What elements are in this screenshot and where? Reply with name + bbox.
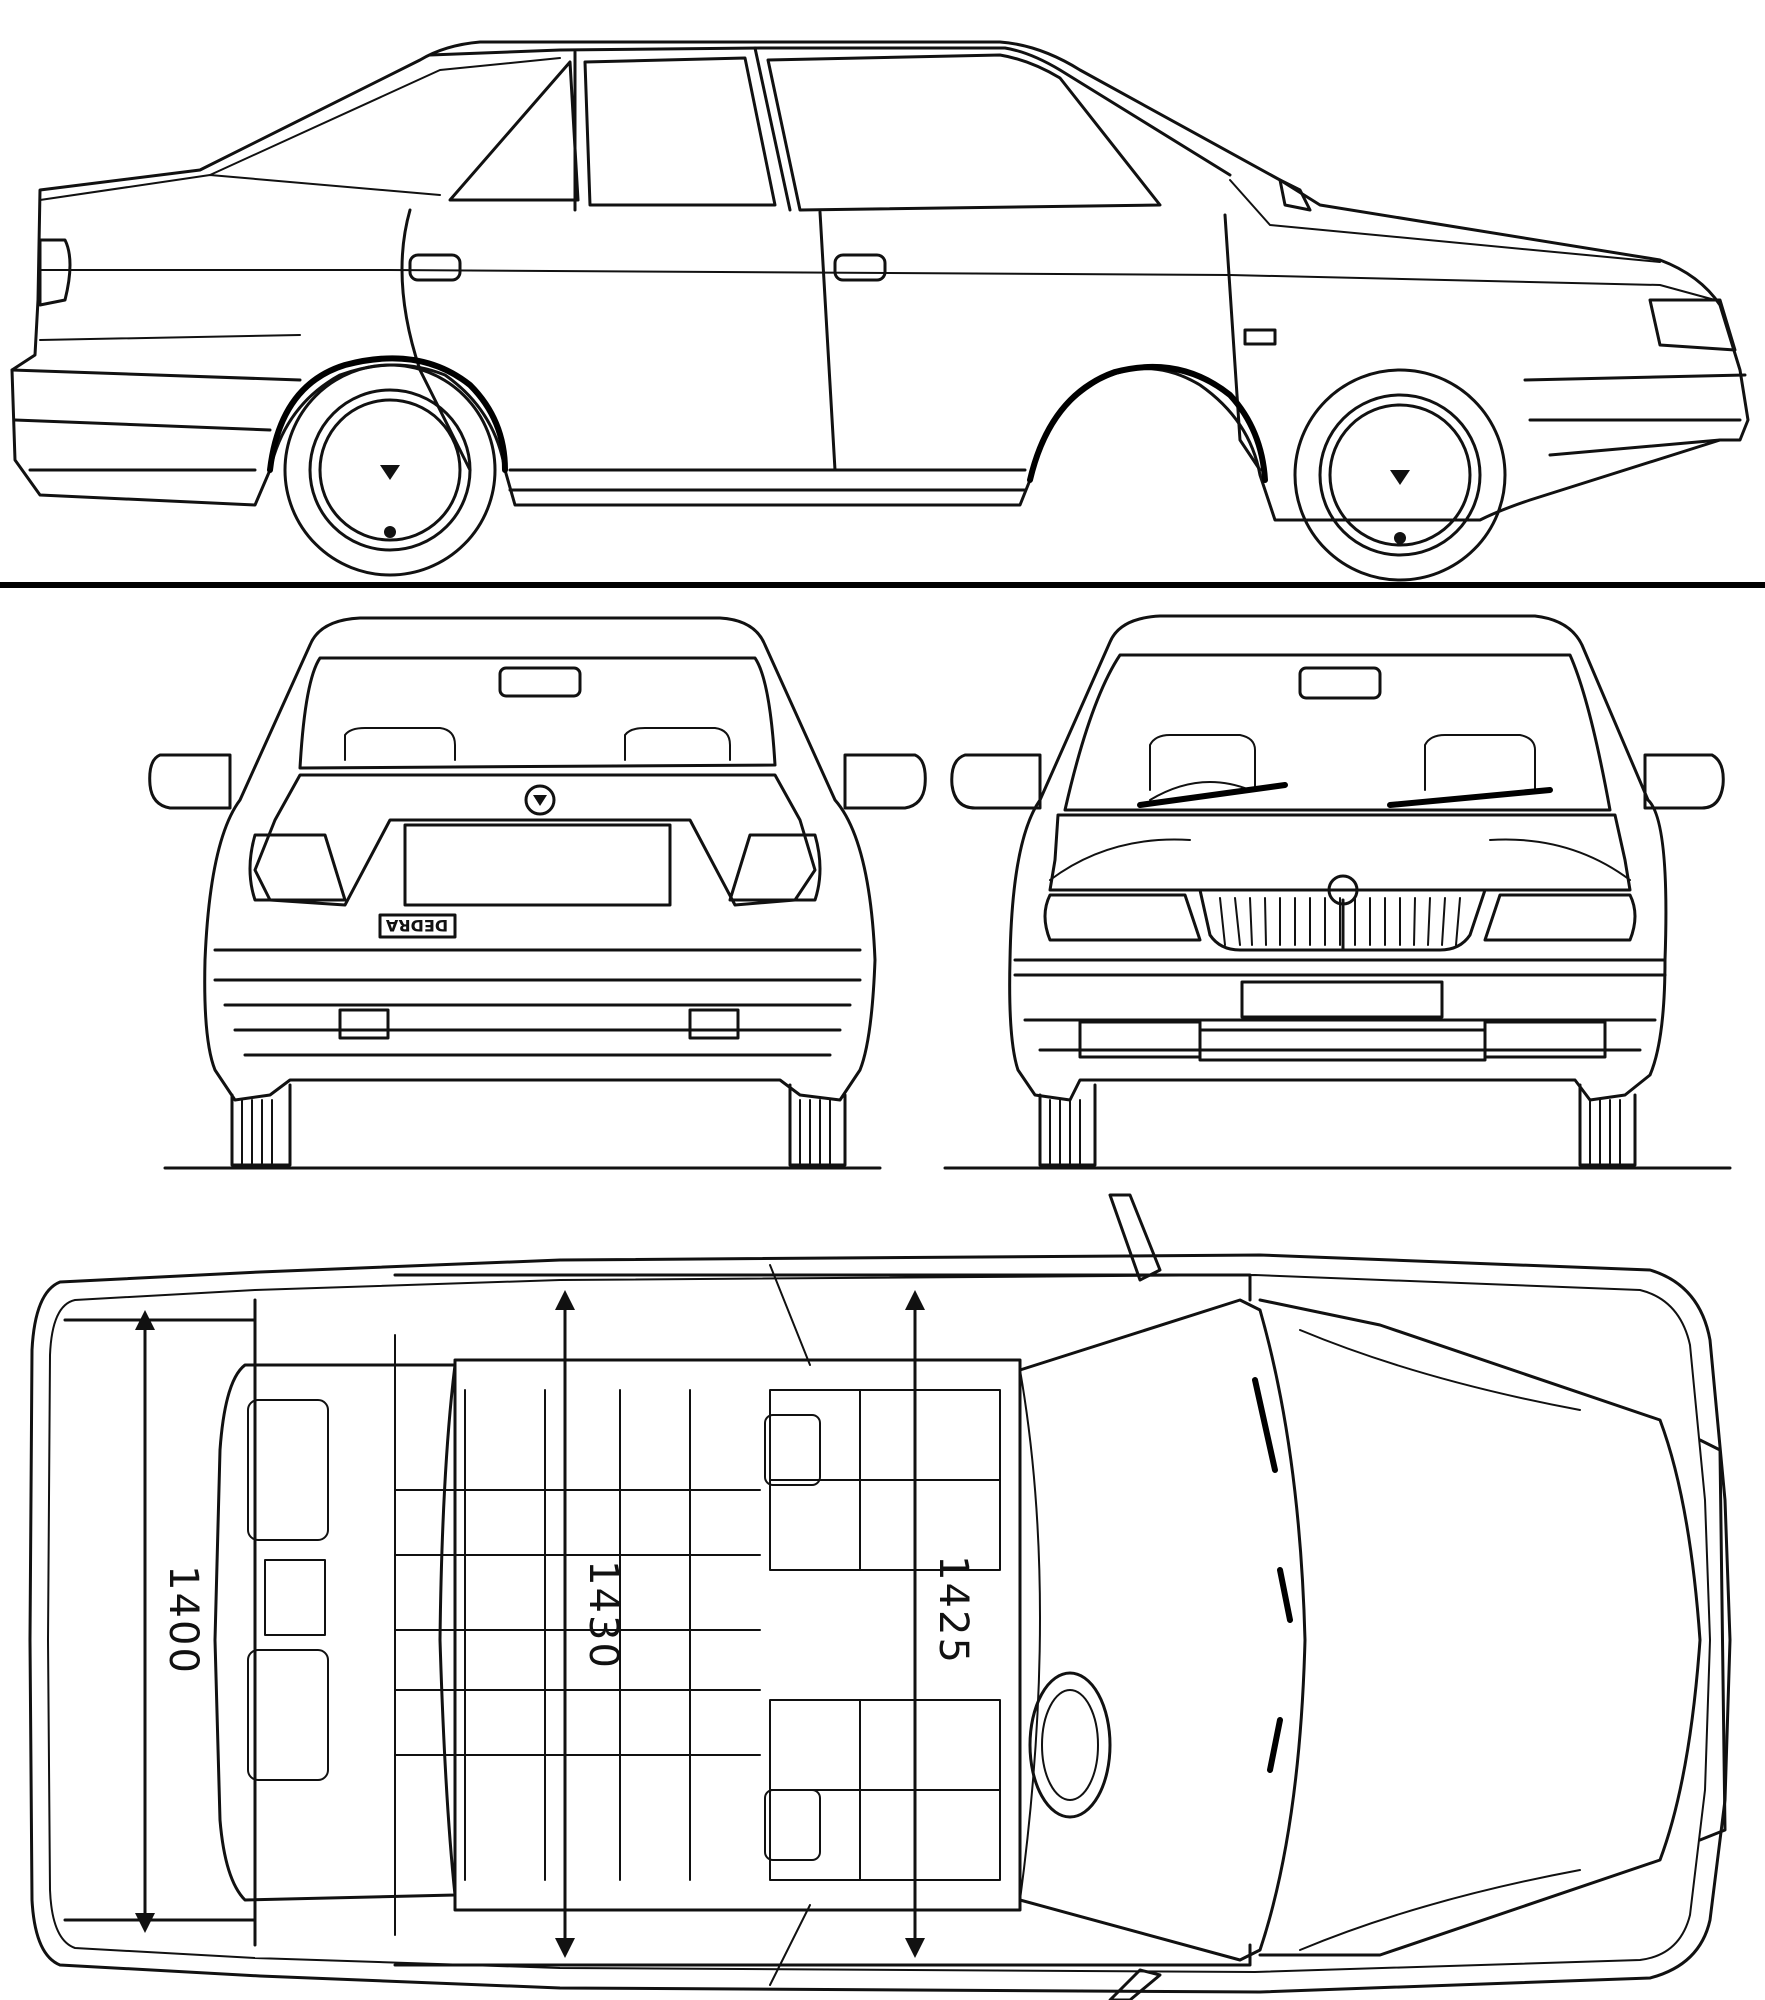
top-front-seats <box>764 1389 1001 1881</box>
top-hood-crease <box>1299 1329 1581 1951</box>
b-pillar <box>753 46 792 212</box>
rear-headrest-left <box>344 727 456 761</box>
rocker-panel <box>508 468 1027 492</box>
side-window-frame <box>428 46 1232 177</box>
top-hood <box>1258 1298 1702 1957</box>
top-steering-wheel <box>1028 1671 1112 1819</box>
hood-line <box>1229 179 1661 263</box>
front-view <box>943 614 1732 1170</box>
rear-view-mirror-right <box>843 753 927 810</box>
front-fog-right <box>1483 1020 1607 1059</box>
rear-body-outline <box>203 616 877 1102</box>
side-mirror <box>1278 178 1312 212</box>
top-wiper-marks <box>1252 1377 1293 1773</box>
grille <box>1198 888 1487 952</box>
hood <box>1048 813 1632 892</box>
front-inner-mirror <box>1298 666 1382 700</box>
top-dash <box>1019 1369 1041 1901</box>
front-plate <box>1240 980 1444 1019</box>
rear-window <box>448 60 580 202</box>
windshield <box>1063 653 1612 812</box>
top-trunk <box>63 1298 257 1947</box>
rear-plate-recess <box>403 823 672 907</box>
rear-bumper <box>213 948 862 1057</box>
top-rear-window <box>213 1363 457 1902</box>
top-inner-outline <box>47 1274 1711 1973</box>
front-air-intake <box>1198 1028 1487 1062</box>
top-body-outline <box>28 1253 1732 1994</box>
front-hood-crease <box>1049 838 1631 881</box>
rear-trunk-lid <box>253 773 817 907</box>
front-door-handle <box>833 253 887 282</box>
rear-plate <box>378 913 457 939</box>
side-character-line <box>39 269 1716 301</box>
side-roof-rail <box>209 57 561 176</box>
front-fog-left <box>1078 1020 1202 1059</box>
top-shelf-speaker-3 <box>247 1649 329 1781</box>
rear-fog-left <box>338 1008 390 1040</box>
top-rear-seat <box>394 1334 761 1936</box>
rear-view-tires <box>230 1083 847 1167</box>
top-roof <box>453 1358 1022 1912</box>
front-headlight-left <box>1043 893 1202 942</box>
top-shelf-speaker-1 <box>247 1399 329 1541</box>
front-door <box>1223 213 1262 472</box>
top-side-rail-upper <box>393 1273 1252 1302</box>
top-view: 1400 1430 1425 <box>28 1193 1732 2000</box>
front-headrest-left <box>1149 734 1256 791</box>
dimension-front-width <box>905 1290 925 1958</box>
front-view-mirror-left <box>950 753 1042 810</box>
front-door-window <box>766 53 1162 212</box>
dimension-mid-width <box>555 1290 575 1958</box>
front-view-tires <box>1038 1083 1637 1167</box>
front-bumper <box>1013 958 1667 1052</box>
grille-bars <box>1219 897 1461 946</box>
tail-light <box>38 238 72 307</box>
top-shelf-speaker-2 <box>264 1559 326 1636</box>
side-view <box>0 40 1765 588</box>
rear-badge <box>524 784 556 816</box>
rear-wheel <box>283 363 497 577</box>
dim-label-rear-track: 1400 <box>160 1565 206 1675</box>
rear-wheel-arch <box>267 355 508 473</box>
front-body-outline <box>1008 614 1668 1102</box>
front-headlight-right <box>1483 893 1637 942</box>
rear-plate-text: DEDRA <box>385 916 448 935</box>
top-grille <box>1698 1438 1727 1842</box>
side-badge <box>1243 328 1277 346</box>
rear-fog-right <box>688 1008 740 1040</box>
top-door-lines <box>769 1264 811 1986</box>
top-mirror-lower <box>1108 1968 1162 2000</box>
rear-view-window <box>298 656 777 770</box>
rear-light-left <box>248 833 347 902</box>
steering-wheel <box>1149 781 1251 801</box>
front-wheel-arch <box>1027 364 1268 483</box>
dim-label-front-width: 1425 <box>930 1555 976 1665</box>
bumper-front <box>1523 373 1747 457</box>
dimension-rear-track <box>135 1310 155 1933</box>
front-wheel <box>1293 368 1507 582</box>
front-view-mirror-right <box>1643 753 1725 810</box>
rear-headrest-right <box>624 727 731 761</box>
head-light <box>1648 298 1737 352</box>
top-side-rail-lower <box>393 1943 1252 1967</box>
bumper-rear <box>10 368 302 472</box>
rear-door-handle <box>408 253 462 282</box>
side-lower-line <box>39 334 301 341</box>
rear-light-right <box>728 833 822 902</box>
wipers <box>1137 782 1553 808</box>
top-mirror-upper <box>1108 1193 1162 1282</box>
rear-door-window <box>583 56 777 207</box>
dim-label-mid-width: 1430 <box>580 1560 626 1670</box>
top-windshield <box>1018 1298 1307 1962</box>
front-headrest-right <box>1424 734 1536 791</box>
rear-view: DEDRA <box>148 616 927 1170</box>
trunk-line <box>39 174 441 201</box>
rear-mirror-inside <box>498 666 582 698</box>
rear-door <box>400 208 837 472</box>
rear-view-mirror-left <box>148 753 232 810</box>
